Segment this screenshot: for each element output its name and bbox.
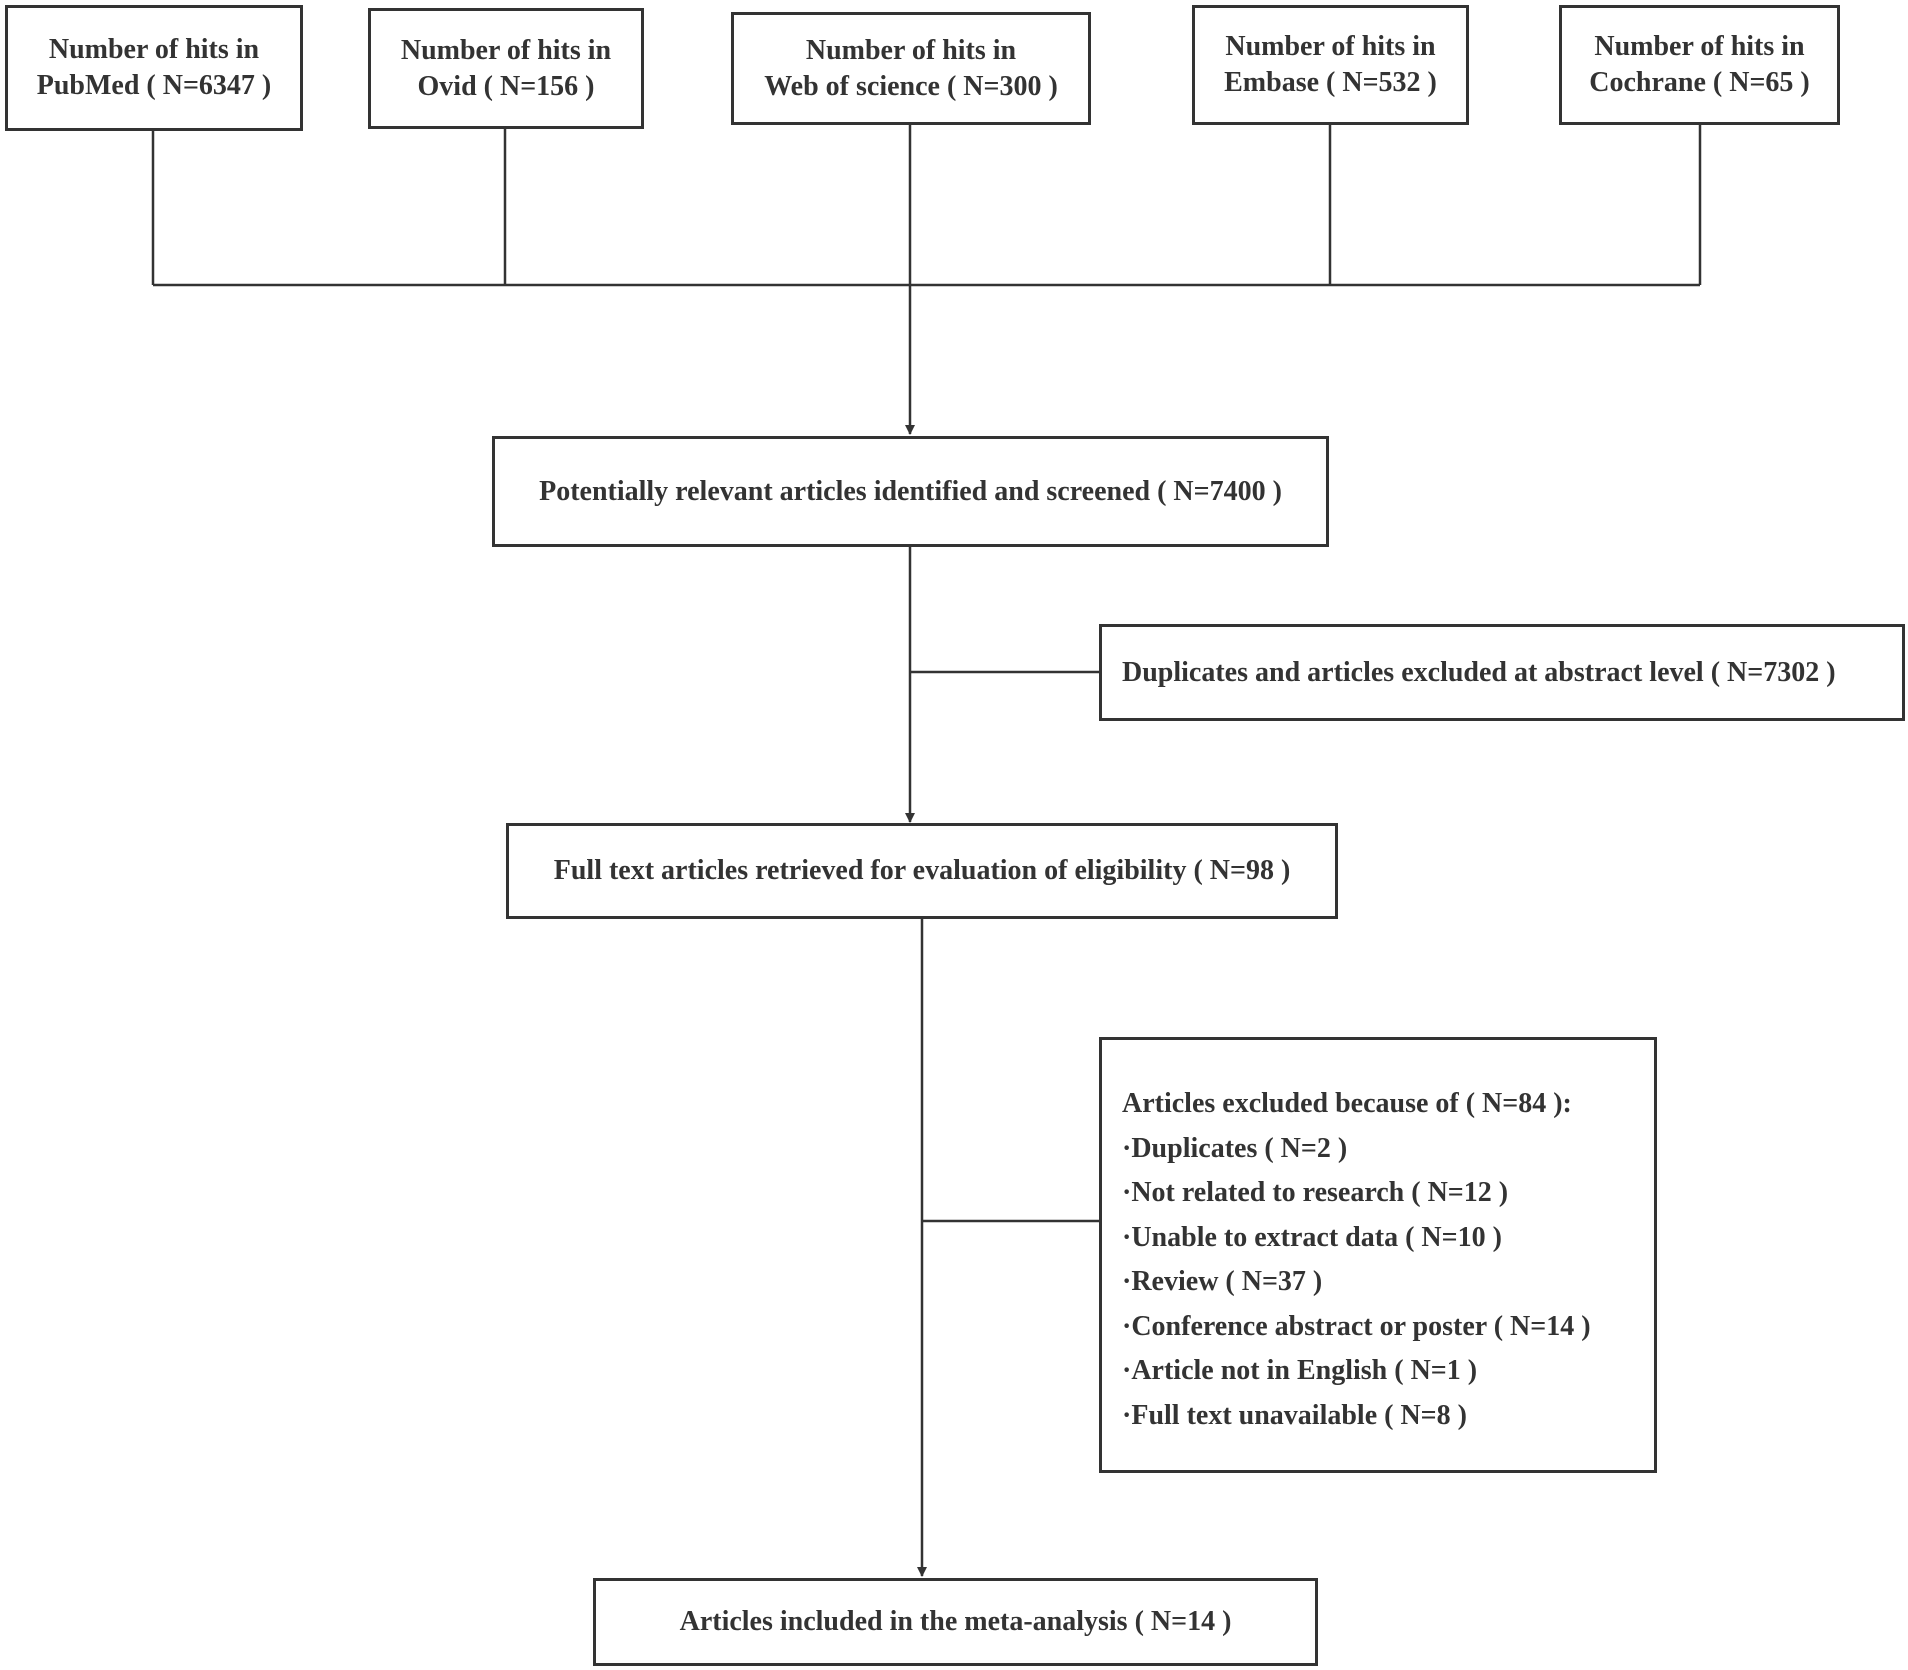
excluded-heading: Articles excluded because of ( N=84 ): bbox=[1122, 1088, 1572, 1119]
exclusion-reason: ·Unable to extract data ( N=10 ) bbox=[1122, 1221, 1502, 1253]
excluded-full-text-box: Articles excluded because of ( N=84 ): ·… bbox=[1099, 1037, 1657, 1473]
excluded-abstract-text: Duplicates and articles excluded at abst… bbox=[1122, 656, 1836, 688]
source-label: Number of hits in bbox=[48, 34, 260, 65]
exclusion-reason: ·Article not in English ( N=1 ) bbox=[1122, 1355, 1478, 1386]
exclusion-reason: ·Conference abstract or poster ( N=14 ) bbox=[1122, 1310, 1591, 1342]
source-box-web-of-science: Number of hits in Web of science ( N=300… bbox=[731, 12, 1091, 125]
source-box-ovid: Number of hits in Ovid ( N=156 ) bbox=[368, 8, 644, 129]
source-label: Number of hits in bbox=[1225, 31, 1436, 62]
source-label: Number of hits in bbox=[805, 34, 1017, 66]
screened-text: Potentially relevant articles identified… bbox=[539, 475, 1282, 507]
exclusion-reason: ·Not related to research ( N=12 ) bbox=[1122, 1177, 1509, 1208]
source-box-cochrane: Number of hits in Cochrane ( N=65 ) bbox=[1559, 5, 1840, 125]
exclusion-reason: ·Full text unavailable ( N=8 ) bbox=[1122, 1399, 1467, 1431]
exclusion-reason: ·Review ( N=37 ) bbox=[1122, 1266, 1323, 1297]
included-text: Articles included in the meta-analysis (… bbox=[679, 1606, 1232, 1637]
source-count: Embase ( N=532 ) bbox=[1224, 67, 1437, 98]
source-label: Number of hits in bbox=[1594, 31, 1805, 62]
source-count: Ovid ( N=156 ) bbox=[417, 70, 595, 102]
exclusion-reason: ·Duplicates ( N=2 ) bbox=[1122, 1132, 1348, 1164]
screened-box: Potentially relevant articles identified… bbox=[492, 436, 1329, 547]
source-box-pubmed: Number of hits in PubMed ( N=6347 ) bbox=[5, 5, 303, 131]
full-text-box: Full text articles retrieved for evaluat… bbox=[506, 823, 1338, 919]
source-count: Web of science ( N=300 ) bbox=[764, 70, 1058, 102]
source-count: PubMed ( N=6347 ) bbox=[36, 70, 272, 101]
source-label: Number of hits in bbox=[400, 34, 612, 66]
source-box-embase: Number of hits in Embase ( N=532 ) bbox=[1192, 5, 1469, 125]
included-box: Articles included in the meta-analysis (… bbox=[593, 1578, 1318, 1666]
source-count: Cochrane ( N=65 ) bbox=[1589, 67, 1810, 98]
full-text-text: Full text articles retrieved for evaluat… bbox=[553, 855, 1291, 886]
excluded-abstract-box: Duplicates and articles excluded at abst… bbox=[1099, 624, 1905, 721]
